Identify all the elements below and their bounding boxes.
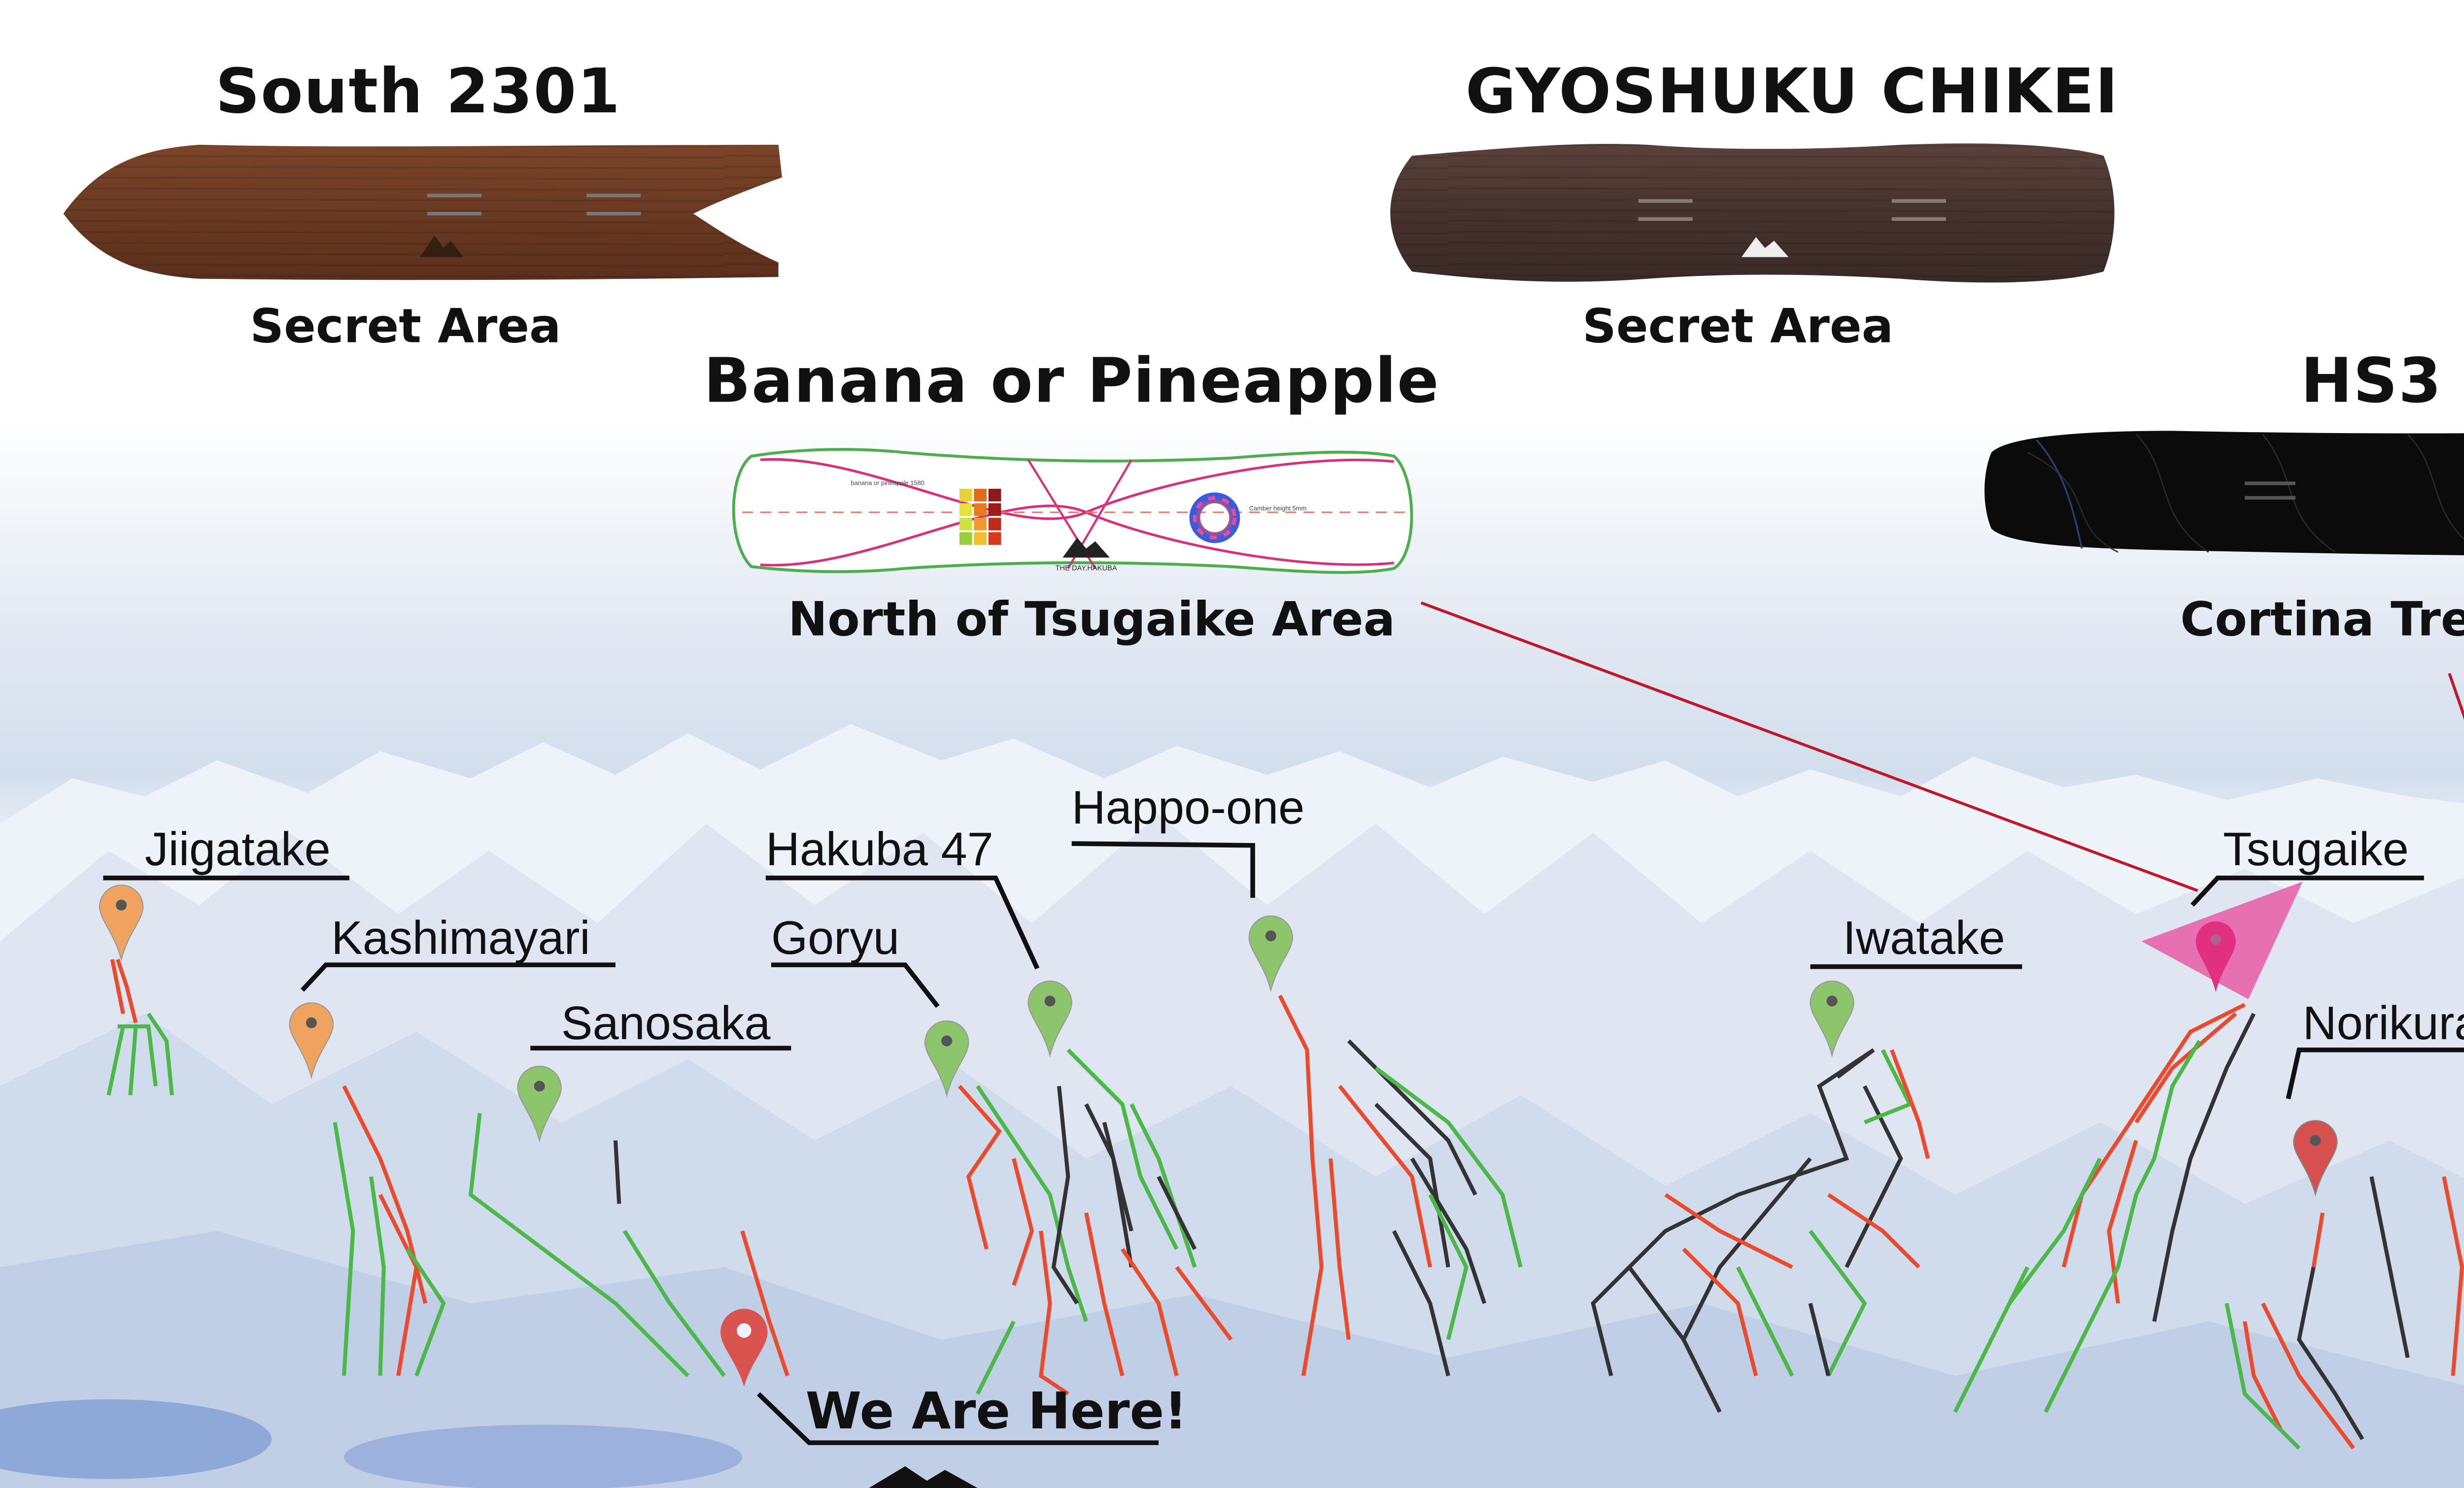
pin-happo-one[interactable] [1248, 915, 1293, 992]
resort-label-goryu[interactable]: Goryu [771, 912, 940, 1008]
map-pin-icon [1248, 915, 1293, 992]
brand-mountain-icon [1062, 538, 1110, 558]
board-title: HS3 [2301, 345, 2442, 417]
current-location-label: We Are Here! [806, 1382, 1187, 1441]
map-pin-icon [2195, 921, 2236, 992]
board-banana-or-pineapple[interactable]: Banana or Pineapple THE DAY.HAKUBA banan… [704, 345, 1440, 647]
map-pins [99, 884, 2338, 1197]
current-location-marker[interactable]: We Are Here! [720, 1309, 1187, 1488]
map-pin-icon [289, 1002, 334, 1080]
board-area-label: Secret Area [250, 298, 561, 353]
pin-hakuba-47[interactable] [1027, 981, 1072, 1058]
board-hs3[interactable]: HS3 Cortina Tree Run [1985, 345, 2464, 647]
pin-kashimayari[interactable] [289, 1002, 334, 1080]
resort-name: Hakuba 47 [766, 823, 993, 876]
map-pin-icon [517, 1065, 562, 1143]
resort-label-norikura[interactable]: Norikura [2286, 997, 2464, 1100]
pin-iwatake[interactable] [1810, 981, 1854, 1058]
board-image [1985, 431, 2464, 555]
board-title: South 2301 [215, 56, 621, 127]
board-gyoshuku-chikei[interactable]: GYOSHUKU CHIKEI Secret Area [1390, 56, 2119, 354]
resort-label-happo-one[interactable]: Happo-one [1071, 782, 1305, 898]
board-south-2301[interactable]: South 2301 Secret Area [63, 56, 782, 354]
board-area-label: Secret Area [1582, 298, 1893, 353]
location-pin-icon [720, 1309, 768, 1387]
highlight-tsugaike[interactable] [2141, 881, 2303, 1000]
board-title: Banana or Pineapple [704, 345, 1440, 417]
board-spec-text: banana or pineapple 1580 [851, 479, 924, 487]
map-pin-icon [99, 884, 144, 962]
board-area-label: North of Tsugaike Area [788, 592, 1395, 647]
board-brand-text: THE DAY.HAKUBA [1056, 564, 1117, 572]
pin-goryu[interactable] [924, 1020, 969, 1098]
brand-mountain-icon [1741, 237, 1789, 257]
pin-jiigatake[interactable] [99, 884, 144, 962]
board-note-text: Camber height 5mm [1249, 505, 1306, 512]
board-area-label: Cortina Tree Run [2180, 592, 2464, 647]
resort-name: Iwatake [1843, 912, 2005, 964]
color-swatch-grid [959, 488, 1001, 545]
resort-name: Sanosaka [561, 997, 771, 1049]
pin-sanosaka[interactable] [517, 1065, 562, 1143]
map-pin-icon [1027, 981, 1072, 1058]
resort-label-iwatake[interactable]: Iwatake [1810, 912, 2022, 969]
mountain-range [0, 724, 2464, 1488]
brand-mountain-icon [869, 1466, 978, 1488]
resort-name: Tsugaike [2223, 823, 2409, 876]
resort-name: Jiigatake [145, 823, 331, 876]
map-pin-icon [924, 1020, 969, 1098]
resort-label-hakuba-47[interactable]: Hakuba 47 [765, 823, 1040, 970]
connector-line-banana [1420, 601, 2198, 892]
board-image [732, 448, 1413, 574]
resort-name: Norikura [2303, 997, 2464, 1049]
resort-name: Goryu [771, 912, 899, 964]
ski-runs [106, 958, 2464, 1450]
resort-label-jiigatake[interactable]: Jiigatake [103, 823, 349, 880]
map-pin-icon [2293, 1120, 2338, 1197]
map-pin-icon [1810, 981, 1854, 1058]
board-title: GYOSHUKU CHIKEI [1466, 56, 2119, 127]
resort-name: Kashimayari [331, 912, 590, 964]
resort-label-tsugaike[interactable]: Tsugaike [2190, 823, 2424, 907]
resort-name: Happo-one [1072, 782, 1305, 834]
pin-norikura[interactable] [2293, 1120, 2338, 1197]
resort-label-sanosaka[interactable]: Sanosaka [530, 997, 791, 1051]
brand-mountain-icon [420, 235, 464, 257]
resort-label-kashimayari[interactable]: Kashimayari [300, 912, 616, 992]
